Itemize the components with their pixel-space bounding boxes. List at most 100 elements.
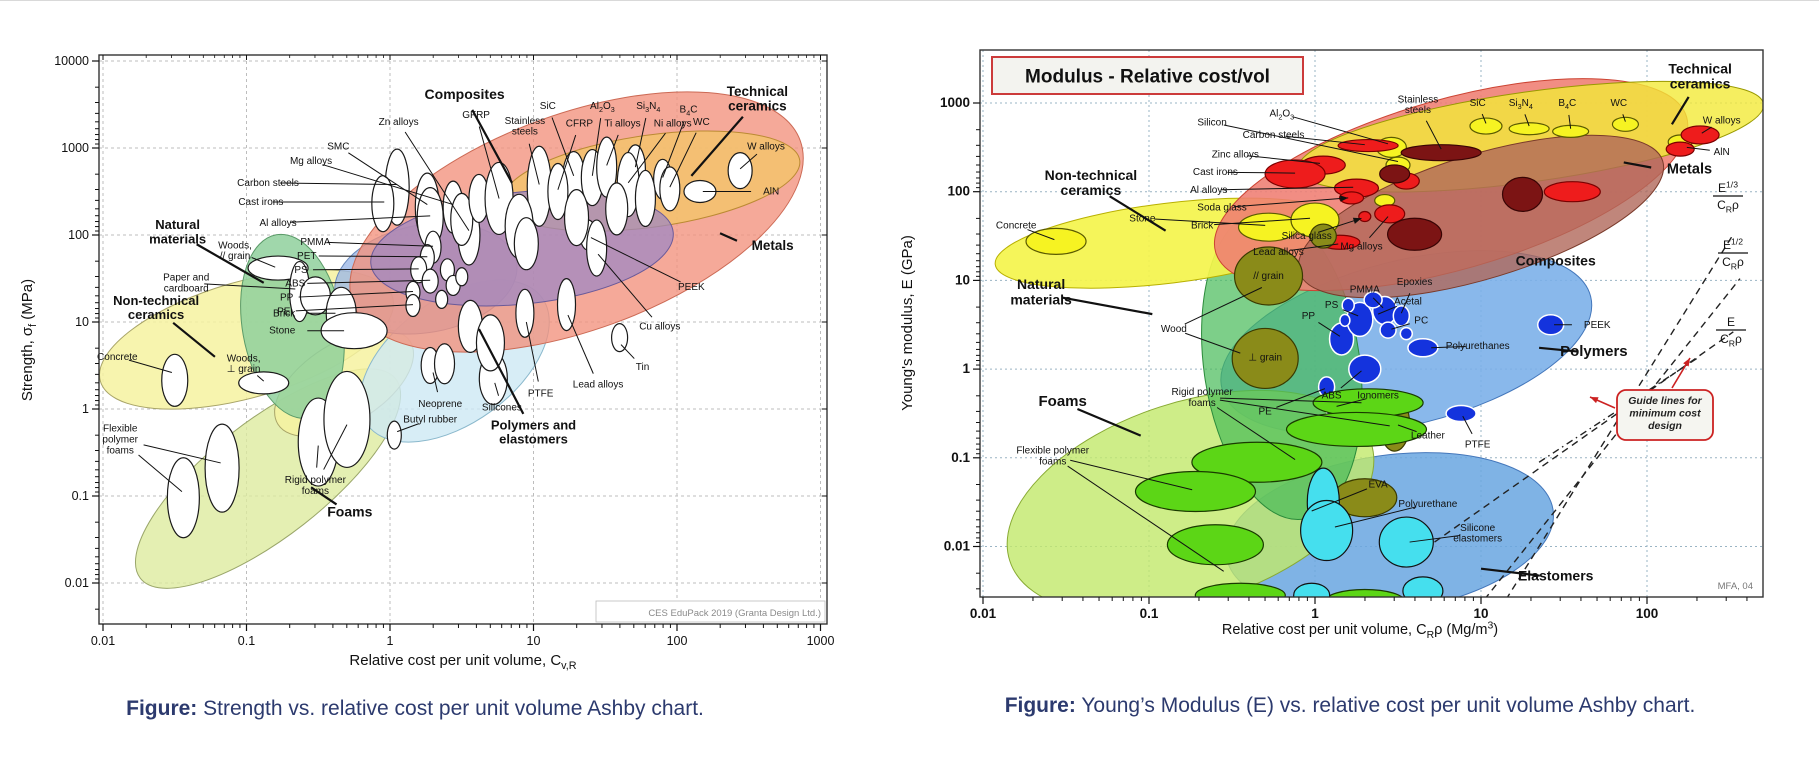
guide-line	[1485, 278, 1741, 597]
label-cast-irons: Cast irons	[238, 197, 283, 208]
x-tick-label: 0.01	[970, 606, 997, 621]
leader-line	[256, 375, 265, 382]
label-mg-alloys: Mg alloys	[290, 156, 332, 167]
label-pc: PC	[1414, 315, 1428, 326]
label-silicone-elastomers: Silicone	[1460, 523, 1495, 534]
labels: TechnicalceramicsMetalsNon-technicalcera…	[996, 61, 1741, 584]
label-pe: PE	[277, 307, 291, 318]
bubble	[1680, 125, 1720, 145]
label-w-alloys: W alloys	[1703, 116, 1741, 127]
bubble	[475, 314, 506, 372]
leader-line	[719, 232, 738, 242]
label-natural-materials: Natural	[155, 217, 200, 232]
arrowhead	[1352, 217, 1362, 224]
bubble	[610, 323, 629, 353]
bubble	[166, 457, 200, 539]
leader-line	[172, 321, 216, 358]
leader-line	[327, 241, 434, 247]
bubble	[1338, 191, 1365, 205]
label-zinc-alloys: Zinc alloys	[1212, 149, 1259, 160]
x-tick-label: 10	[527, 634, 541, 648]
leader-line	[1216, 407, 1296, 460]
label-polyurethanes: Polyurethanes	[1446, 341, 1510, 352]
leader-line	[525, 321, 539, 382]
label-gfrp: GFRP	[462, 110, 490, 121]
leader-line	[310, 486, 338, 506]
bubble	[435, 289, 449, 309]
leader-line	[606, 134, 619, 166]
bubble	[513, 217, 539, 271]
leader-line	[397, 423, 420, 433]
bubble	[1309, 223, 1337, 249]
bubble	[433, 343, 456, 385]
bubble	[547, 162, 569, 221]
leader-line	[1409, 535, 1460, 543]
leader-line	[1397, 424, 1417, 433]
bubble	[1285, 411, 1428, 448]
bubble	[1400, 144, 1482, 162]
label-neoprene: Neoprene	[418, 399, 462, 410]
leader-line	[313, 268, 419, 271]
label-lead-alloys: Lead alloys	[573, 380, 624, 391]
label-natural-materials: Natural	[1017, 276, 1065, 292]
arrowhead	[1339, 195, 1349, 202]
leader-line	[1184, 287, 1263, 325]
leader-line	[280, 182, 398, 186]
x-tick-label: 1	[1311, 606, 1319, 621]
label-ptfe: PTFE	[1465, 439, 1491, 450]
leader-line	[478, 126, 500, 199]
bubble	[556, 278, 577, 332]
leader-line	[597, 253, 653, 318]
label-silica-glass: Silica glass	[1282, 231, 1332, 242]
label-natural-materials: materials	[1010, 291, 1072, 307]
leader-line	[1334, 506, 1417, 528]
label-wc: WC	[1610, 98, 1627, 109]
plot-content	[994, 78, 1763, 597]
label-flexible-polymer-foams: polymer	[102, 434, 138, 445]
bubble	[586, 219, 608, 277]
leader-line	[1391, 323, 1410, 330]
leader-line	[318, 255, 428, 258]
leader-line	[477, 328, 525, 415]
leader-line	[739, 153, 758, 170]
label-woods-grain: Woods,	[218, 240, 252, 251]
leader-line	[307, 279, 431, 284]
guide-line	[1434, 331, 1734, 543]
label-ti-alloys: Ti alloys	[604, 119, 640, 130]
arrowhead	[1590, 397, 1599, 404]
note-box-line: minimum cost	[1629, 408, 1701, 420]
leader-line	[295, 304, 413, 312]
leader-line	[298, 291, 413, 298]
leader-line	[1223, 124, 1399, 163]
label-al-alloys: Al alloys	[1190, 185, 1227, 196]
leader-line	[1524, 114, 1530, 127]
bubble	[1378, 516, 1434, 568]
bubble	[1392, 305, 1411, 327]
note-box-line: design	[1648, 420, 1682, 432]
label-ptfe: PTFE	[528, 388, 554, 399]
leader-line	[1154, 218, 1266, 226]
label-stainless-steels: Stainless	[1398, 94, 1439, 105]
label-flexible-polymer-foams: Flexible polymer	[1016, 446, 1089, 457]
y-tick-label: 100	[68, 228, 89, 242]
label-technical-ceramics: ceramics	[1670, 76, 1731, 92]
bubble	[1379, 164, 1411, 184]
leader-line	[432, 372, 439, 393]
leader-line	[1340, 370, 1362, 389]
leader-line	[1318, 321, 1341, 337]
label-al-2-o-3: Al2O3	[1269, 109, 1294, 122]
label-technical-ceramics: Technical	[1668, 61, 1732, 77]
label-soda-glass: Soda glass	[1197, 203, 1246, 214]
label-al-2-o-3: Al2O3	[590, 101, 615, 114]
leader-line	[1247, 155, 1321, 164]
leader-line	[690, 116, 744, 177]
bubble	[634, 169, 657, 228]
left-figure-caption: Figure: Strength vs. relative cost per u…	[70, 693, 760, 725]
x-tick-label: 0.1	[238, 634, 255, 648]
leader-line	[471, 109, 513, 184]
label-sic: SiC	[1470, 98, 1486, 109]
x-tick-label: 100	[667, 634, 688, 648]
leader-line	[404, 131, 470, 231]
leader-line	[557, 134, 577, 190]
leader-line	[591, 118, 602, 176]
